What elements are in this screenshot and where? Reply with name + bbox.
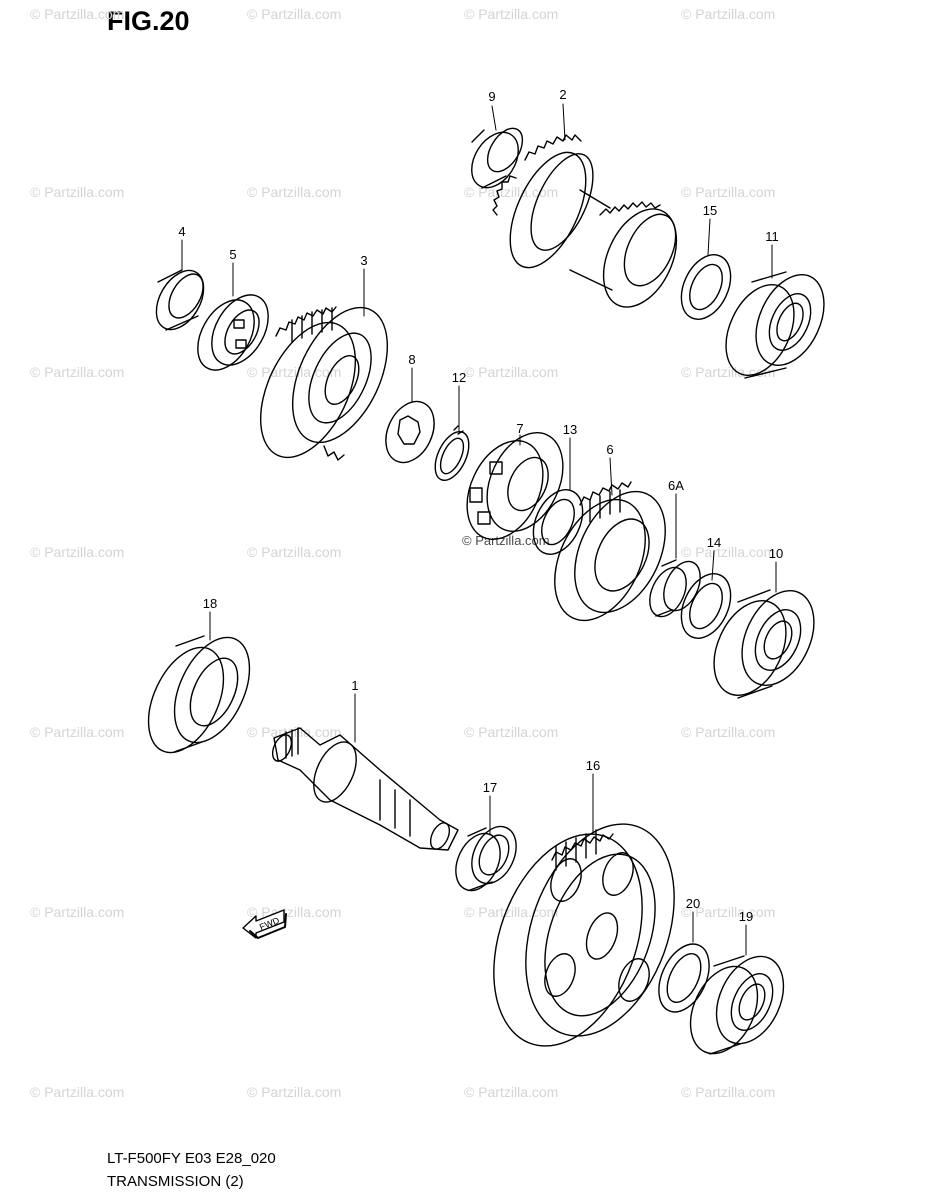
watermark-text: © Partzilla.com bbox=[247, 1084, 342, 1100]
part-7-gear bbox=[466, 432, 564, 540]
part-1-shaft bbox=[271, 727, 459, 851]
callout-8: 8 bbox=[408, 352, 416, 367]
watermark-text: © Partzilla.com bbox=[30, 6, 125, 22]
watermark-text: © Partzilla.com bbox=[681, 184, 776, 200]
callout-11: 11 bbox=[765, 229, 779, 244]
watermark-text: © Partzilla.com bbox=[30, 544, 125, 560]
callout-19: 19 bbox=[738, 909, 754, 924]
watermark-text: © Partzilla.com bbox=[681, 6, 776, 22]
part-12-circlip bbox=[434, 425, 470, 481]
part-6-gear bbox=[554, 481, 666, 622]
part-3-gear bbox=[259, 306, 389, 461]
part-5-spacer bbox=[197, 294, 269, 371]
watermark-text: © Partzilla.com bbox=[247, 544, 342, 560]
watermark-text: © Partzilla.com bbox=[681, 904, 776, 920]
callout-20: 20 bbox=[685, 896, 701, 911]
callout-1: 1 bbox=[351, 678, 359, 693]
watermark-text: © Partzilla.com bbox=[464, 6, 559, 22]
callout-17: 17 bbox=[482, 780, 498, 795]
callout-3: 3 bbox=[360, 253, 368, 268]
callout-12: 12 bbox=[451, 370, 467, 385]
watermark-text: © Partzilla.com bbox=[30, 184, 125, 200]
leader-lines bbox=[181, 103, 777, 956]
forward-arrow-icon: FWD bbox=[242, 909, 287, 939]
callout-18: 18 bbox=[202, 596, 218, 611]
part-6a-bushing bbox=[649, 559, 701, 618]
watermark-text: © Partzilla.com bbox=[464, 904, 559, 920]
watermark-text: © Partzilla.com bbox=[30, 904, 125, 920]
part-16-gear bbox=[493, 823, 675, 1047]
callout-10: 10 bbox=[768, 546, 784, 561]
part-15-washer bbox=[680, 254, 732, 320]
part-8-washer bbox=[385, 400, 435, 464]
watermark-text: © Partzilla.com bbox=[247, 724, 342, 740]
part-13-washer bbox=[532, 489, 584, 555]
callout-15: 15 bbox=[702, 203, 718, 218]
callout-9: 9 bbox=[488, 89, 496, 104]
callout-5: 5 bbox=[229, 247, 237, 262]
part-14-washer bbox=[680, 573, 732, 639]
watermark-text: © Partzilla.com bbox=[681, 544, 776, 560]
callout-14: 14 bbox=[706, 535, 722, 550]
callout-7: 7 bbox=[516, 421, 524, 436]
figure-title: FIG.20 bbox=[107, 6, 190, 36]
part-2-gear bbox=[492, 134, 678, 308]
part-4-sleeve bbox=[155, 269, 205, 331]
watermark-text: © Partzilla.com bbox=[464, 724, 559, 740]
part-9-sleeve bbox=[471, 127, 524, 189]
callout-6a: 6A bbox=[668, 478, 684, 493]
watermark-text: © Partzilla.com bbox=[30, 1084, 125, 1100]
part-11-bearing bbox=[725, 271, 825, 379]
part-19-bearing bbox=[689, 955, 785, 1055]
callout-6: 6 bbox=[606, 442, 614, 457]
watermark-text: © Partzilla.com bbox=[464, 1084, 559, 1100]
part-10-bearing bbox=[713, 589, 815, 699]
watermark-text: © Partzilla.com bbox=[464, 364, 559, 380]
watermark-text: © Partzilla.com bbox=[247, 184, 342, 200]
watermark-text: © Partzilla.com bbox=[30, 364, 125, 380]
watermark-text: © Partzilla.com bbox=[247, 6, 342, 22]
model-code: LT-F500FY E03 E28_020 bbox=[107, 1150, 276, 1167]
part-18-bearing bbox=[147, 635, 251, 754]
watermark-text: © Partzilla.com bbox=[30, 724, 125, 740]
part-17-sleeve bbox=[455, 825, 517, 892]
watermark-text-center: © Partzilla.com bbox=[462, 533, 550, 548]
callout-4: 4 bbox=[178, 224, 186, 239]
callout-16: 16 bbox=[585, 758, 601, 773]
section-title: TRANSMISSION (2) bbox=[107, 1173, 244, 1190]
watermark-text: © Partzilla.com bbox=[681, 724, 776, 740]
part-20-washer bbox=[658, 943, 710, 1013]
watermark-text: © Partzilla.com bbox=[681, 1084, 776, 1100]
callout-2: 2 bbox=[559, 87, 567, 102]
callout-13: 13 bbox=[562, 422, 578, 437]
